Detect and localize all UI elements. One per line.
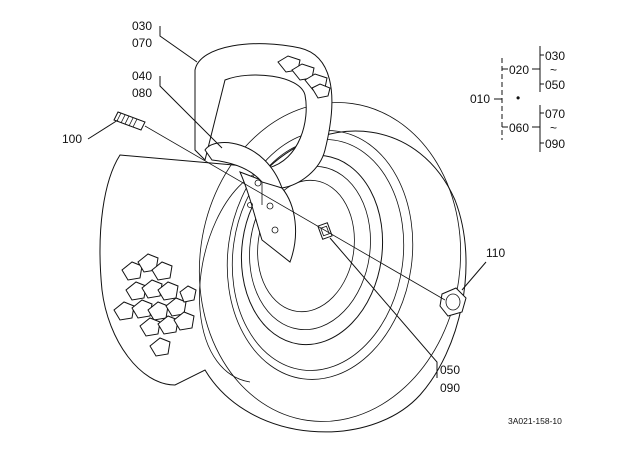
stud-bolt (113, 111, 146, 131)
tree-branch-020: 020 (509, 63, 529, 77)
tree-020-from: 030 (545, 49, 565, 63)
part-tree: 010 020 030 ~ 050 • 060 070 ~ 090 (470, 46, 565, 152)
callout-070: 070 (132, 36, 152, 50)
tree-060-from: 070 (545, 107, 565, 121)
wheel-nut (439, 287, 467, 317)
tread-lugs (113, 253, 197, 357)
assembly-axis (144, 125, 446, 301)
tree-dot: • (516, 91, 520, 105)
callout-030: 030 (132, 19, 152, 33)
callout-110: 110 (486, 246, 505, 260)
tube-flap (194, 43, 333, 189)
callout-labels: 030 070 040 080 100 110 050 090 (62, 19, 505, 395)
callout-080: 080 (132, 86, 152, 100)
callout-090: 090 (440, 381, 460, 395)
callout-100: 100 (62, 132, 82, 146)
tree-060-to: 090 (545, 137, 565, 151)
tree-020-tilde: ~ (550, 63, 557, 77)
tree-branch-060: 060 (509, 121, 529, 135)
tree-060-tilde: ~ (550, 121, 557, 135)
leader-lines (87, 26, 487, 378)
callout-040: 040 (132, 69, 152, 83)
tree-020-to: 050 (545, 78, 565, 92)
figure-code: 3A021-158-10 (508, 416, 562, 426)
callout-050: 050 (440, 363, 460, 377)
valve-stem (317, 222, 333, 240)
tree-root-010: 010 (470, 92, 490, 106)
